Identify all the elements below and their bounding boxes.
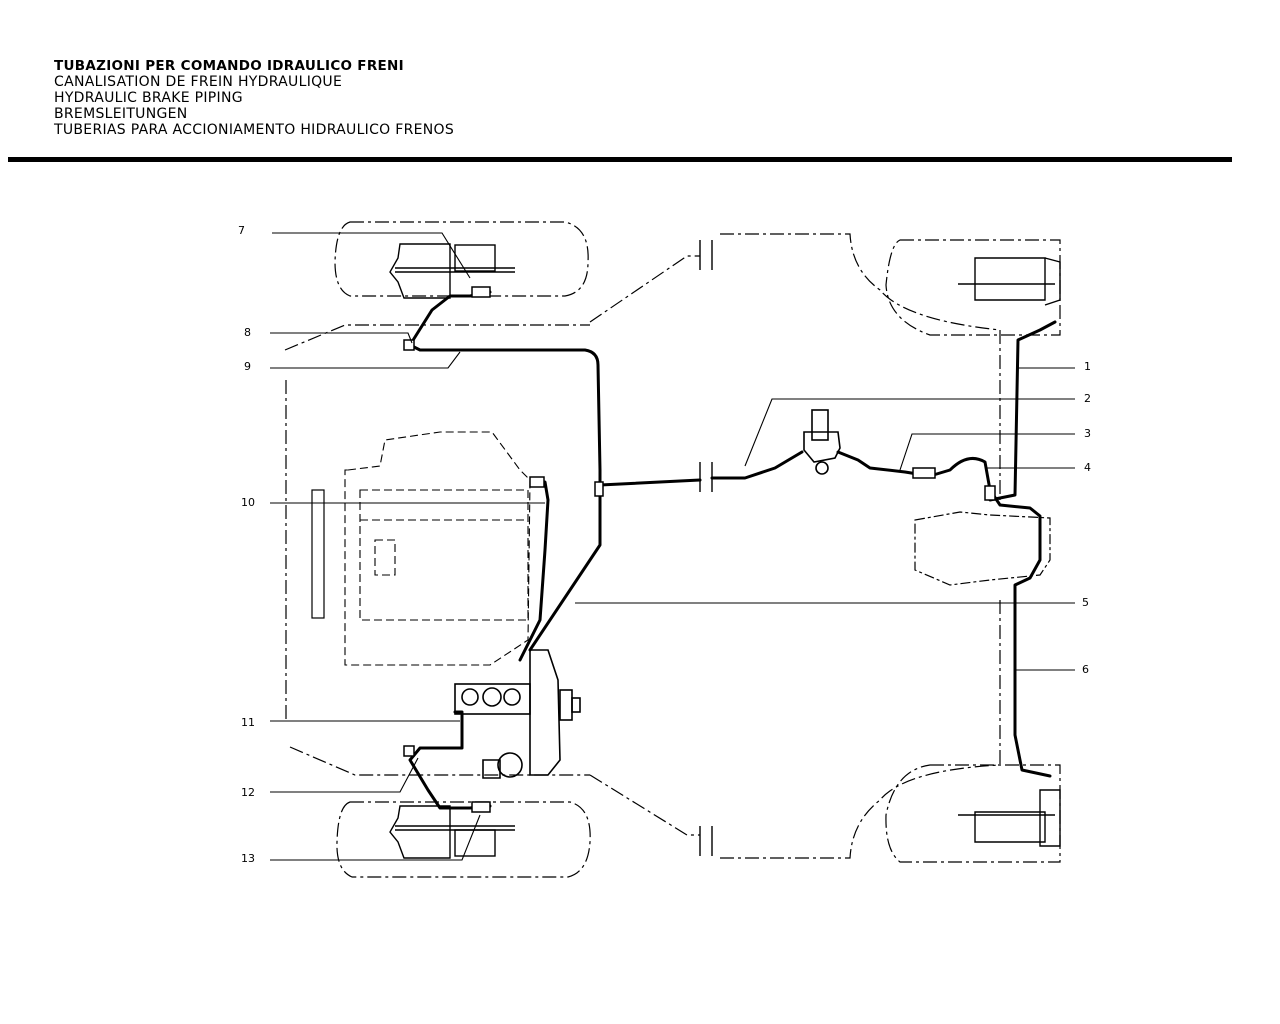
callout-numbers: 7 8 9 10 11 12 13 1 2 3 4 5 6 [238,224,1091,865]
callout-6: 6 [1082,663,1089,676]
vehicle-outline [284,221,1061,878]
header-rule [8,157,1232,162]
callout-5: 5 [1082,596,1089,609]
callout-2: 2 [1084,392,1091,405]
brake-pressure-regulator [803,409,841,475]
leader-3 [899,433,1075,471]
rear-right-wheel-outline [885,764,1061,863]
pipe-fittings [403,286,996,813]
document-header: TUBAZIONI PER COMANDO IDRAULICO FRENI CA… [54,58,454,138]
engine-flywheel [311,489,325,619]
callout-10: 10 [241,496,255,509]
callout-9: 9 [244,360,251,373]
rear-left-brake-caliper [389,805,515,859]
callout-8: 8 [244,326,251,339]
leader-8 [270,332,413,344]
callout-leaders [270,232,1075,861]
callout-4: 4 [1084,461,1091,474]
section-break-marks [699,240,713,856]
title-spanish: TUBERIAS PARA ACCIONIAMENTO HIDRAULICO F… [54,122,455,138]
central-body-outline [720,233,1001,331]
front-left-brake-caliper [389,243,515,299]
rear-left-wheel-outline [336,801,591,878]
leader-2 [744,398,1075,467]
callout-11: 11 [241,716,255,729]
callout-1: 1 [1084,360,1091,373]
front-right-brake-drum [958,257,1061,306]
rear-differential [914,511,1051,586]
front-right-wheel-outline [885,239,1061,336]
title-german: BREMSLEITUNGEN [54,106,188,122]
rear-right-brake-drum [958,789,1061,847]
title-french: CANALISATION DE FREIN HYDRAULIQUE [54,74,343,90]
leader-9 [270,351,461,369]
front-left-wheel-outline [334,221,589,297]
callout-7: 7 [238,224,245,237]
title-italian: TUBAZIONI PER COMANDO IDRAULICO FRENI [54,58,404,74]
title-english: HYDRAULIC BRAKE PIPING [54,90,243,106]
leader-13 [270,814,481,861]
leader-7 [272,232,471,279]
brake-pipes [408,290,1057,810]
callout-13: 13 [241,852,255,865]
callout-3: 3 [1084,427,1091,440]
leader-12 [270,757,419,793]
engine-outline [344,431,531,666]
callout-12: 12 [241,786,255,799]
master-cylinder-servo [454,649,581,779]
